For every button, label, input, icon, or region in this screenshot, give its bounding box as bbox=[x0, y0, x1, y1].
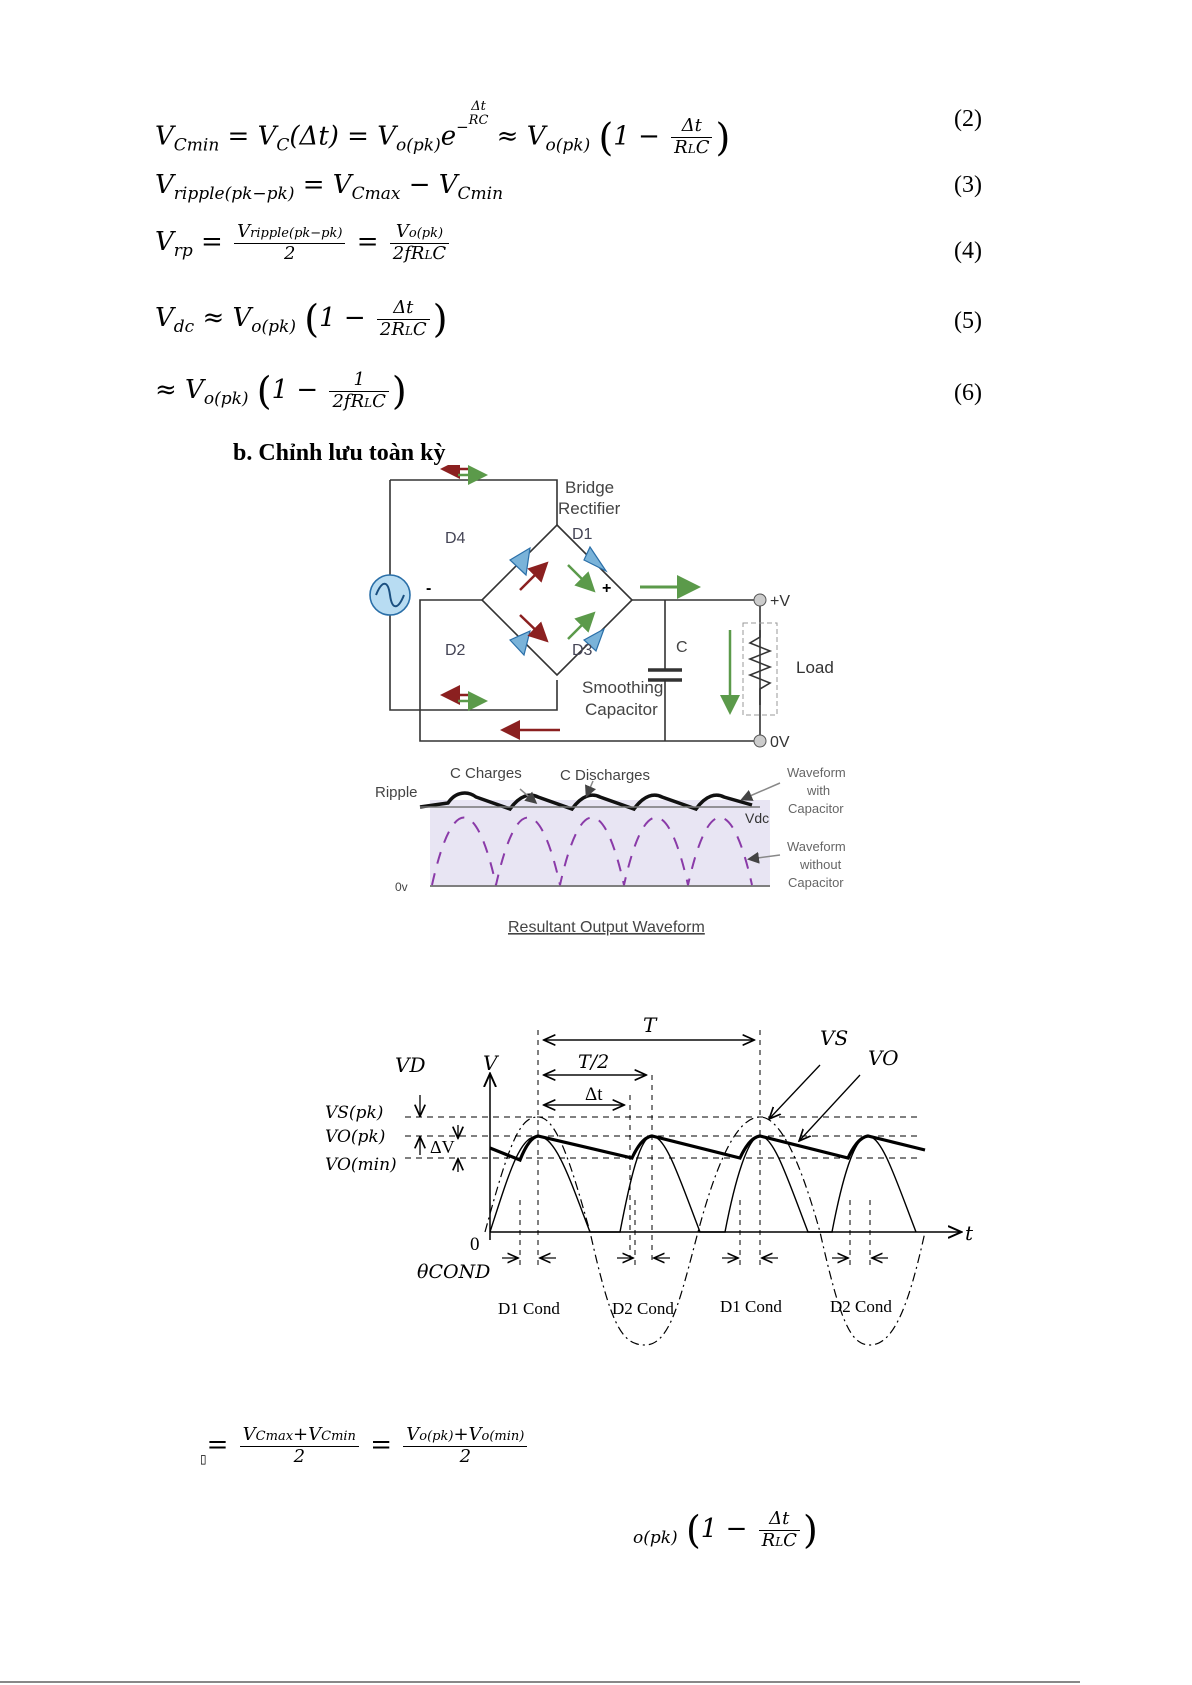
zero-v-label: 0V bbox=[770, 734, 790, 751]
vo-pk-label: VO(pk) bbox=[325, 1127, 385, 1147]
rectified-waveform bbox=[489, 1135, 917, 1233]
vs-pk-label: VS(pk) bbox=[325, 1103, 383, 1123]
diode-d4-icon bbox=[509, 546, 531, 577]
d3-label: D3 bbox=[572, 642, 593, 659]
d1-cond-label-2: D1 Cond bbox=[720, 1297, 782, 1316]
d2-cond-label-2: D2 Cond bbox=[830, 1297, 892, 1316]
with-cap-3: Capacitor bbox=[788, 801, 844, 816]
without-cap-2: without bbox=[799, 857, 842, 872]
diode-d2-icon bbox=[508, 629, 531, 657]
bridge-rectifier-figure: Bridge Rectifier D4 D1 D2 D3 - + C +V 0V… bbox=[369, 465, 846, 936]
without-cap-1: Waveform bbox=[787, 839, 846, 854]
resistor-icon bbox=[747, 630, 773, 705]
equation-number-3: (3) bbox=[954, 172, 982, 198]
vo-min-label: VO(min) bbox=[325, 1155, 397, 1175]
capacitor-label: C bbox=[676, 639, 688, 656]
bridge-title-2: Rectifier bbox=[558, 499, 621, 518]
d1-label: D1 bbox=[572, 526, 593, 543]
without-cap-3: Capacitor bbox=[788, 875, 844, 890]
load-label: Load bbox=[796, 658, 834, 677]
t-axis-label: t bbox=[965, 1221, 974, 1245]
waveform-caption: Resultant Output Waveform bbox=[508, 919, 705, 936]
equation-4: Vrp = Vripple(pk−pk)2 = Vo(pk)2fRLC bbox=[155, 221, 452, 264]
theta-cond-label: θCOND bbox=[417, 1261, 490, 1283]
d4-label: D4 bbox=[445, 530, 466, 547]
half-period-label: T/2 bbox=[578, 1051, 609, 1073]
smoothing-label-2: Capacitor bbox=[585, 700, 658, 719]
minus-label: - bbox=[426, 580, 431, 597]
vo-label: VO bbox=[868, 1046, 899, 1070]
plus-label: + bbox=[602, 580, 611, 597]
waveform-background bbox=[430, 800, 770, 885]
v-axis-label: V bbox=[483, 1051, 500, 1075]
source-waveform bbox=[484, 1116, 926, 1346]
zero-v-lower-label: 0v bbox=[395, 880, 408, 894]
vd-label: VD bbox=[395, 1053, 425, 1077]
d2-label: D2 bbox=[445, 642, 466, 659]
equation-number-6: (6) bbox=[954, 380, 982, 406]
equation-number-5: (5) bbox=[954, 308, 982, 334]
missing-glyph-icon: ▯ bbox=[200, 1452, 207, 1467]
c-charges-label: C Charges bbox=[450, 765, 522, 782]
period-label: T bbox=[643, 1013, 658, 1037]
plus-v-label: +V bbox=[770, 593, 790, 610]
page-bottom-rule bbox=[0, 1681, 1080, 1683]
c-discharges-label: C Discharges bbox=[560, 767, 650, 784]
equation-number-2: (2) bbox=[954, 106, 982, 132]
smoothing-label-1: Smoothing bbox=[582, 678, 663, 697]
delta-v-label: ΔV bbox=[430, 1137, 455, 1157]
equation-3: Vripple(pk−pk) = VCmax − VCmin bbox=[155, 170, 504, 204]
d2-cond-label-1: D2 Cond bbox=[612, 1299, 674, 1318]
diode-d3-icon bbox=[582, 627, 606, 653]
origin-label: 0 bbox=[470, 1234, 480, 1255]
waveform-timing-figure: T T/2 Δt V VD VS VO VS(pk) VO(pk) VO(min… bbox=[325, 1013, 974, 1346]
load-box bbox=[742, 622, 778, 716]
ripple-label: Ripple bbox=[375, 784, 418, 801]
bridge-title-1: Bridge bbox=[565, 478, 614, 497]
with-cap-2: with bbox=[806, 783, 830, 798]
d1-cond-label-1: D1 Cond bbox=[498, 1299, 560, 1318]
diode-d1-icon bbox=[583, 545, 608, 573]
vdc-label: Vdc bbox=[745, 810, 769, 826]
equation-number-4: (4) bbox=[954, 238, 982, 264]
section-heading: b. Chỉnh lưu toàn kỳ bbox=[233, 440, 446, 466]
delta-t-label: Δt bbox=[585, 1084, 603, 1105]
output-waveform bbox=[489, 1134, 926, 1163]
vs-label: VS bbox=[820, 1026, 848, 1050]
with-cap-1: Waveform bbox=[787, 765, 846, 780]
